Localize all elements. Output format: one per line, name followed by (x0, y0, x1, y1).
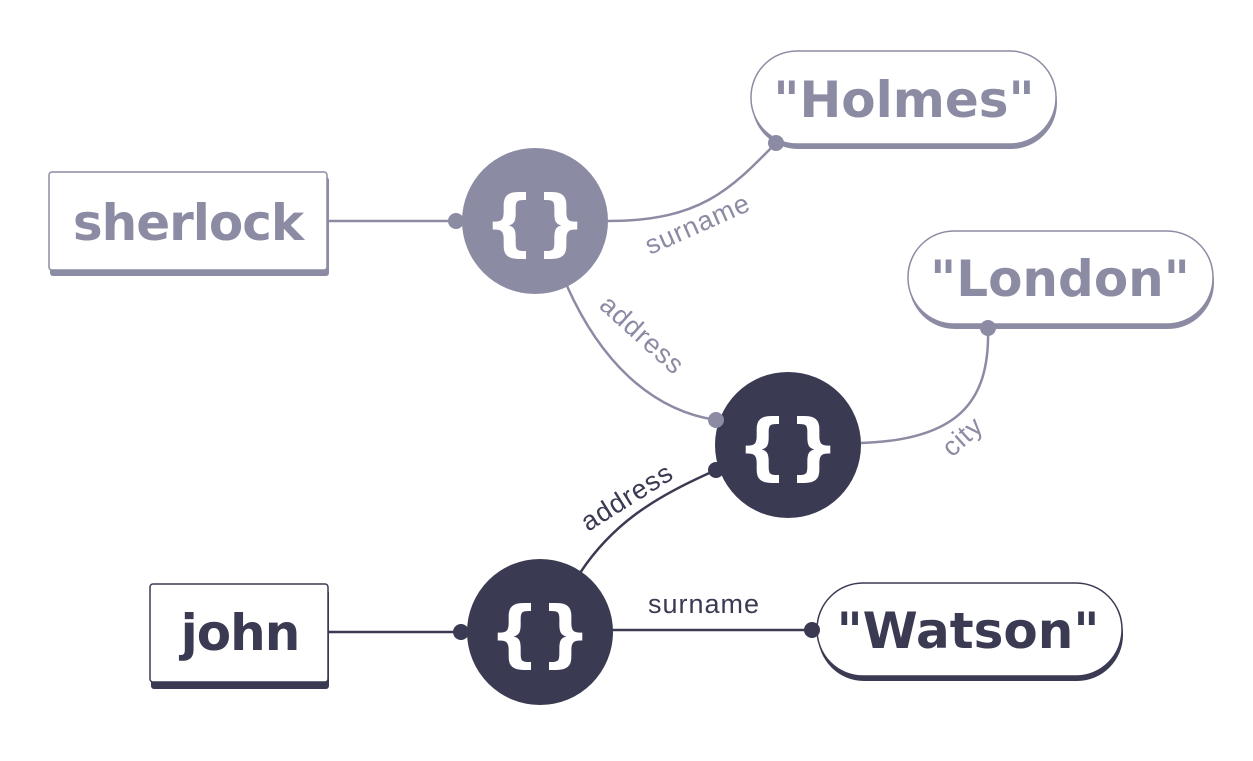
string-label-london: "London" (930, 250, 1190, 308)
object-node-john[interactable]: {} (467, 559, 613, 705)
string-pill-watson[interactable]: "Watson" (816, 582, 1123, 681)
braces-icon: {} (484, 180, 587, 264)
port-dot (804, 622, 820, 638)
variable-box-sherlock[interactable]: sherlock (48, 171, 329, 276)
object-node-address[interactable]: {} (715, 372, 861, 518)
variable-box-john[interactable]: john (149, 583, 329, 689)
edge-label-address-sherlock: address (594, 289, 691, 380)
wire-city (860, 327, 990, 445)
string-pill-holmes[interactable]: "Holmes" (750, 50, 1057, 149)
variable-label-john: john (179, 604, 300, 662)
port-dot (448, 213, 464, 229)
edge-label-surname-sherlock: surname (640, 188, 755, 261)
wire-address-sherlock (565, 285, 717, 422)
string-label-watson: "Watson" (837, 602, 1100, 660)
edge-label-surname-john: surname (648, 589, 760, 619)
port-dot (708, 412, 724, 428)
port-dot (980, 320, 996, 336)
variable-label-sherlock: sherlock (73, 194, 306, 252)
string-pill-london[interactable]: "London" (907, 230, 1214, 329)
braces-icon: {} (489, 591, 592, 675)
wire-surname-sherlock (607, 142, 777, 223)
port-dot (708, 462, 724, 478)
port-dot (453, 624, 469, 640)
object-node-sherlock[interactable]: {} (462, 148, 608, 294)
port-dot (768, 135, 784, 151)
wire-address-john (578, 468, 717, 574)
string-label-holmes: "Holmes" (773, 71, 1034, 129)
edge-label-city: city (936, 410, 989, 462)
braces-icon: {} (737, 404, 840, 488)
